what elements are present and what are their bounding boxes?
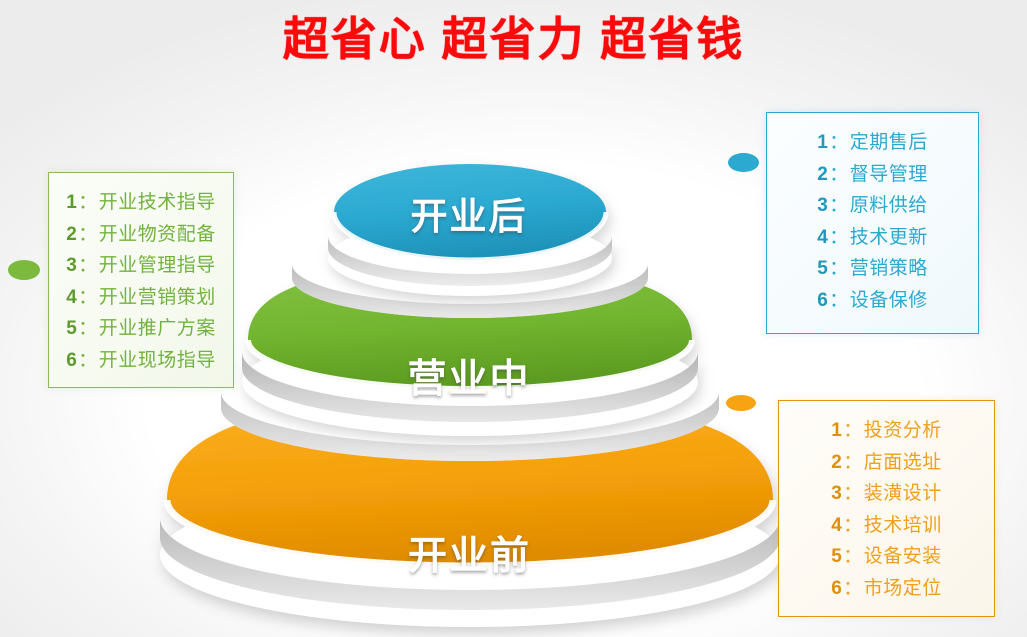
item-label: 市场定位: [863, 577, 942, 599]
item-label: 开业推广方案: [98, 318, 216, 339]
item-label: 开业技术指导: [98, 192, 216, 213]
list-item: 4：技术更新: [783, 222, 962, 254]
list-item: 3：开业管理指导: [65, 250, 217, 282]
item-number: 1: [831, 420, 843, 441]
item-label: 设备安装: [863, 546, 942, 567]
item-separator: ：: [78, 223, 98, 245]
info-box-preparation-support: 1：投资分析 2：店面选址 3：装潢设计 4：技术培训 5：设备安装 6：市场定…: [778, 400, 995, 617]
item-number: 3: [817, 195, 829, 216]
list-item: 3：装潢设计: [795, 478, 978, 510]
item-separator: ：: [843, 483, 863, 504]
item-number: 4: [66, 286, 78, 308]
pyramid-label-middle: 营业中: [407, 358, 531, 401]
item-separator: ：: [843, 577, 863, 599]
item-label: 营销策略: [849, 258, 928, 279]
item-separator: ：: [829, 132, 849, 153]
item-number: 4: [831, 514, 843, 536]
item-label: 开业现场指导: [98, 349, 216, 371]
info-box-pre-opening-support: 1：开业技术指导 2：开业物资配备 3：开业管理指导 4：开业营销策划 5：开业…: [48, 172, 234, 388]
page-title: 超省心 超省力 超省钱: [282, 13, 745, 65]
item-number: 5: [66, 318, 78, 339]
pyramid-label-bottom: 开业前: [407, 535, 531, 578]
list-item: 6：设备保修: [783, 285, 962, 317]
item-separator: ：: [829, 195, 849, 216]
item-number: 1: [817, 132, 829, 153]
connector-dot-green-icon: [8, 260, 40, 280]
list-item: 3：原料供给: [783, 190, 962, 222]
item-label: 技术更新: [849, 226, 928, 248]
pyramid-rim-middle: [292, 238, 648, 318]
pyramid-layer-bottom: [160, 398, 780, 627]
list-item: 5：营销策略: [783, 253, 962, 285]
list-item: 5：设备安装: [795, 541, 978, 573]
item-separator: ：: [829, 289, 849, 311]
info-list-orange: 1：投资分析 2：店面选址 3：装潢设计 4：技术培训 5：设备安装 6：市场定…: [795, 415, 978, 604]
item-label: 店面选址: [863, 451, 942, 473]
list-item: 6：开业现场指导: [65, 345, 217, 377]
item-separator: ：: [843, 451, 863, 473]
item-separator: ：: [829, 163, 849, 185]
item-separator: ：: [78, 349, 98, 371]
item-number: 3: [66, 255, 78, 276]
list-item: 1：投资分析: [795, 415, 978, 447]
item-number: 6: [831, 577, 843, 599]
item-number: 5: [831, 546, 843, 567]
item-label: 督导管理: [849, 163, 928, 185]
item-separator: ：: [78, 192, 98, 213]
item-number: 5: [817, 258, 829, 279]
list-item: 2：开业物资配备: [65, 219, 217, 251]
item-number: 6: [66, 349, 78, 371]
item-number: 2: [831, 451, 843, 473]
item-label: 原料供给: [849, 195, 928, 216]
item-number: 1: [66, 192, 78, 213]
list-item: 4：开业营销策划: [65, 282, 217, 314]
info-list-left: 1：开业技术指导 2：开业物资配备 3：开业管理指导 4：开业营销策划 5：开业…: [65, 187, 217, 376]
item-label: 投资分析: [863, 420, 942, 441]
item-number: 2: [817, 163, 829, 185]
item-number: 3: [831, 483, 843, 504]
list-item: 1：定期售后: [783, 127, 962, 159]
item-label: 装潢设计: [863, 483, 942, 504]
item-label: 设备保修: [849, 289, 928, 311]
item-separator: ：: [843, 546, 863, 567]
list-item: 6：市场定位: [795, 573, 978, 605]
connector-dot-blue-icon: [728, 153, 759, 172]
item-label: 开业管理指导: [98, 255, 216, 276]
item-separator: ：: [843, 420, 863, 441]
item-separator: ：: [829, 258, 849, 279]
item-separator: ：: [78, 286, 98, 308]
connector-dot-orange-icon: [723, 392, 759, 414]
list-item: 4：技术培训: [795, 510, 978, 542]
pyramid-label-top: 开业后: [410, 196, 528, 237]
item-label: 技术培训: [863, 514, 942, 536]
list-item: 1：开业技术指导: [65, 187, 217, 219]
info-list-blue: 1：定期售后 2：督导管理 3：原料供给 4：技术更新 5：营销策略 6：设备保…: [783, 127, 962, 316]
item-number: 6: [817, 289, 829, 311]
item-separator: ：: [843, 514, 863, 536]
item-number: 4: [817, 226, 829, 248]
item-separator: ：: [78, 255, 98, 276]
item-label: 开业营销策划: [98, 286, 216, 308]
list-item: 5：开业推广方案: [65, 313, 217, 345]
item-label: 开业物资配备: [98, 223, 216, 245]
item-number: 2: [66, 223, 78, 245]
list-item: 2：督导管理: [783, 159, 962, 191]
item-separator: ：: [78, 318, 98, 339]
item-separator: ：: [829, 226, 849, 248]
list-item: 2：店面选址: [795, 447, 978, 479]
info-box-after-opening-support: 1：定期售后 2：督导管理 3：原料供给 4：技术更新 5：营销策略 6：设备保…: [766, 112, 979, 334]
item-label: 定期售后: [849, 132, 928, 153]
